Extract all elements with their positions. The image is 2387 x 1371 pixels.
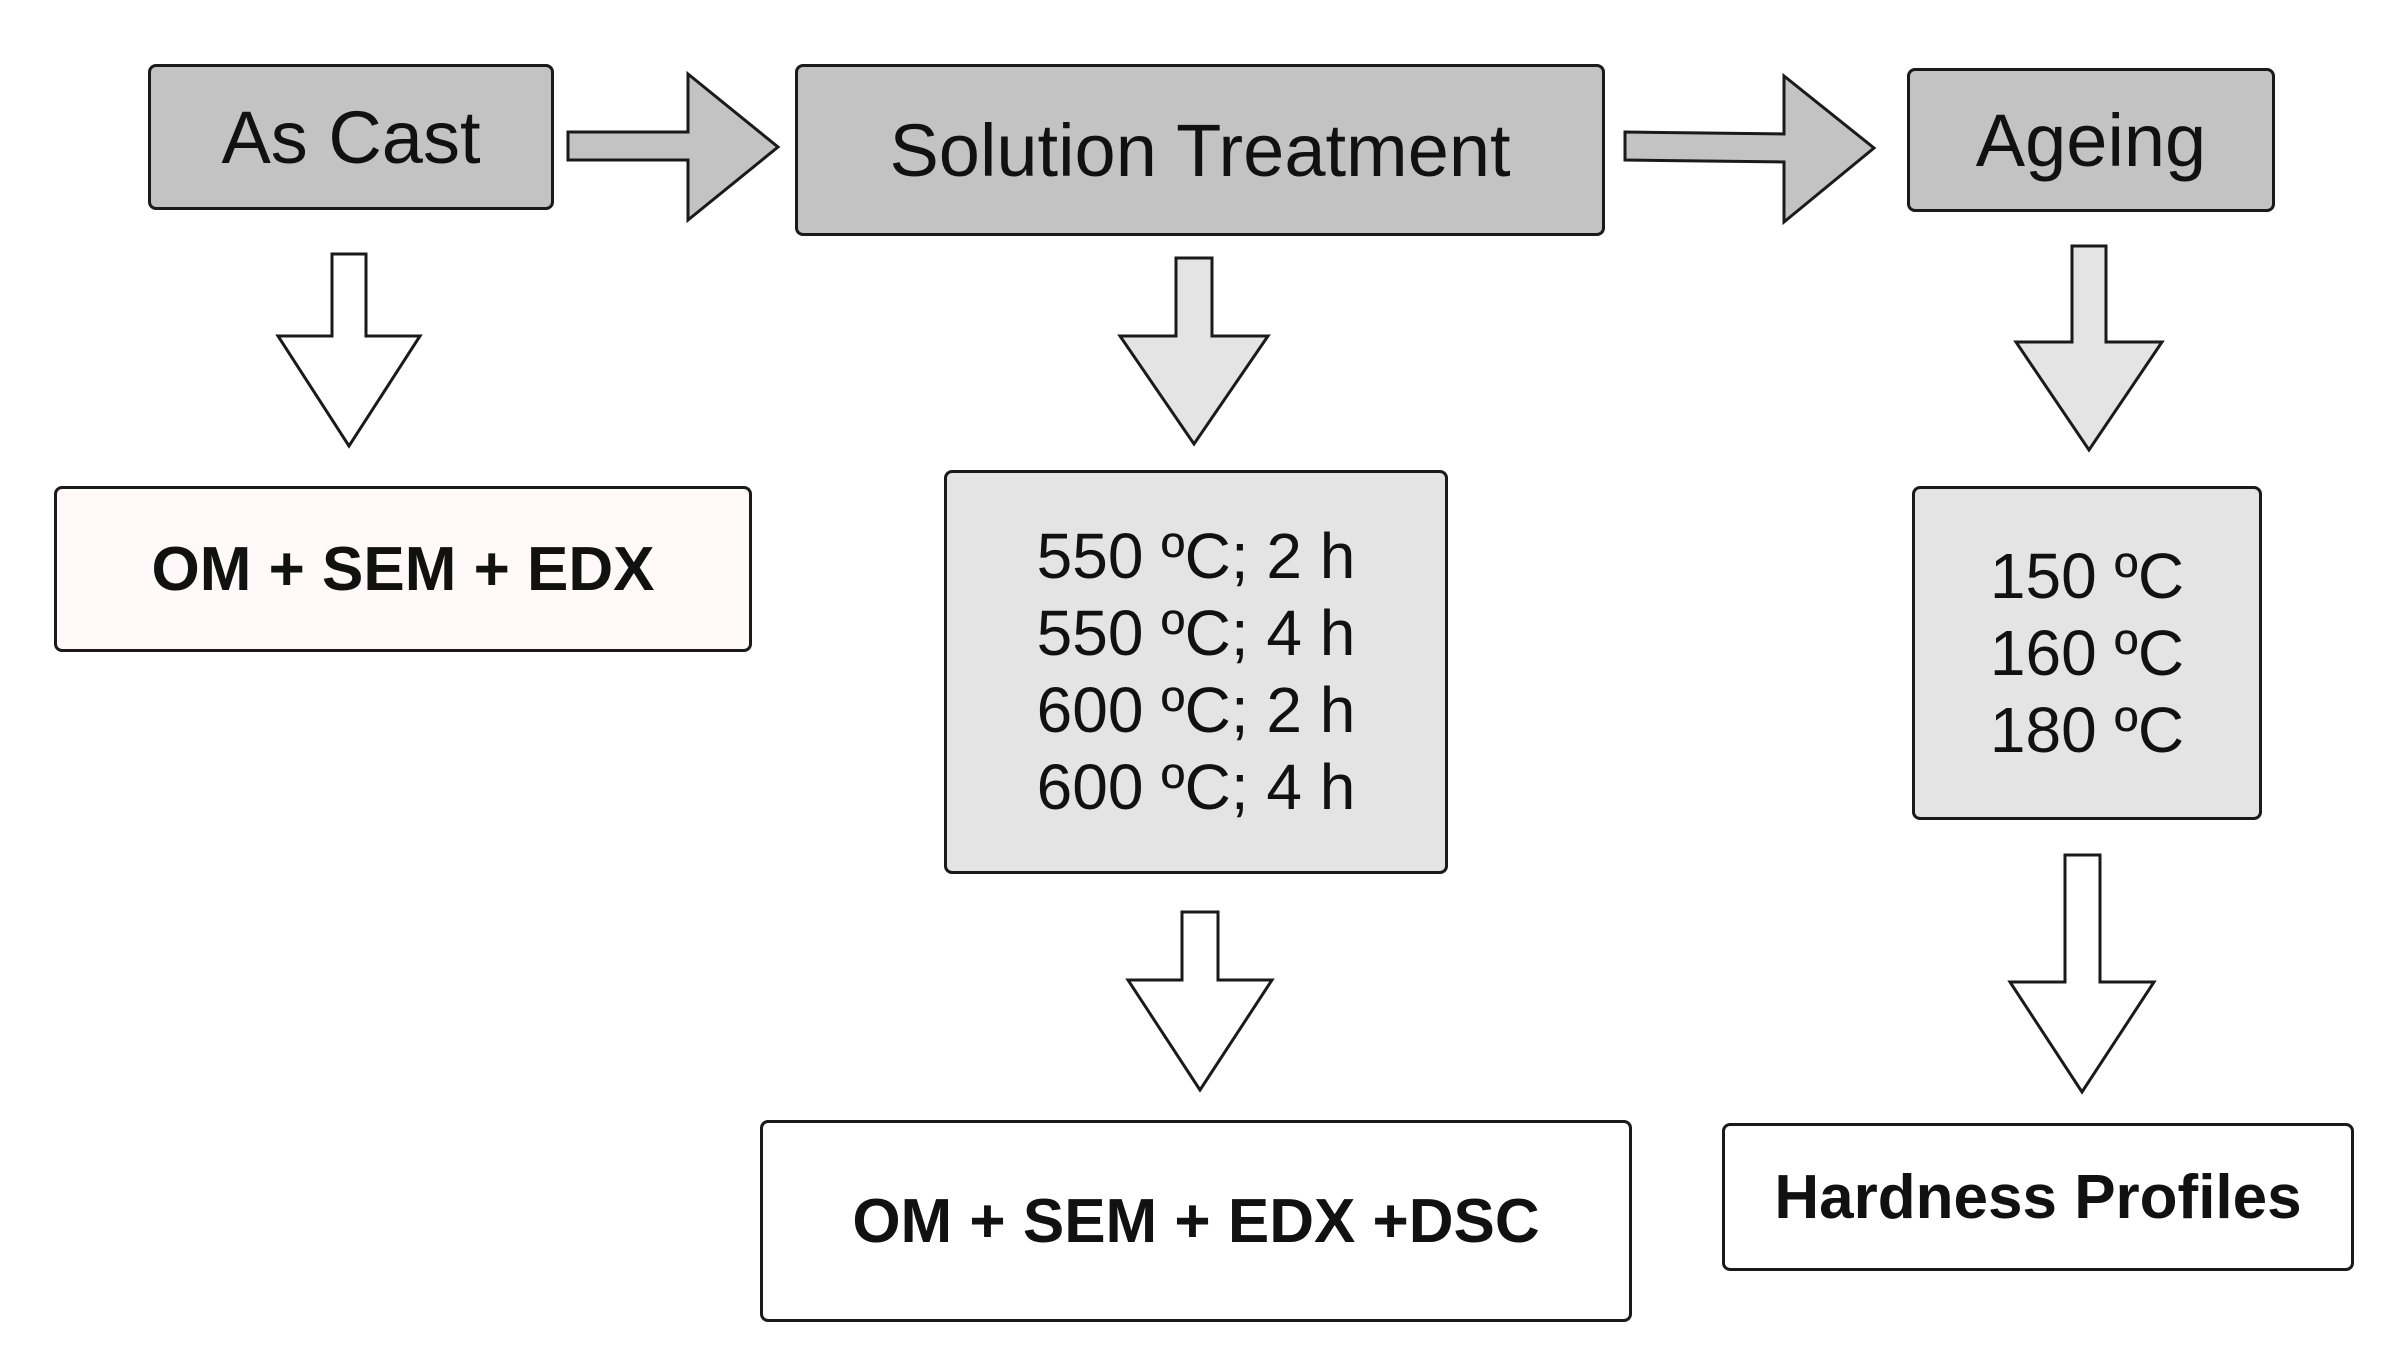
stage-solution-treatment: Solution Treatment bbox=[795, 64, 1605, 236]
ageing-condition: 160 ºC bbox=[1989, 616, 2185, 689]
arrow-as-cast-to-solution bbox=[566, 70, 781, 224]
solution-condition: 600 ºC; 4 h bbox=[1036, 751, 1356, 823]
solution-condition: 550 ºC; 2 h bbox=[1036, 520, 1356, 592]
arrow-ageing-down bbox=[2013, 244, 2165, 453]
analysis-as-cast-label: OM + SEM + EDX bbox=[151, 534, 655, 604]
solution-condition: 550 ºC; 4 h bbox=[1036, 597, 1356, 669]
analysis-solution-treatment: OM + SEM + EDX +DSC bbox=[760, 1120, 1632, 1322]
ageing-conditions-box: 150 ºC 160 ºC 180 ºC bbox=[1912, 486, 2262, 820]
solution-condition: 600 ºC; 2 h bbox=[1036, 674, 1356, 746]
analysis-solution-treatment-label: OM + SEM + EDX +DSC bbox=[852, 1186, 1540, 1256]
analysis-ageing: Hardness Profiles bbox=[1722, 1123, 2354, 1271]
arrow-solution-down bbox=[1117, 256, 1271, 447]
solution-conditions-box: 550 ºC; 2 h 550 ºC; 4 h 600 ºC; 2 h 600 … bbox=[944, 470, 1448, 874]
stage-as-cast: As Cast bbox=[148, 64, 554, 210]
arrow-solution-to-ageing bbox=[1623, 72, 1877, 226]
arrow-conditions-down bbox=[1125, 910, 1275, 1093]
stage-ageing-label: Ageing bbox=[1975, 98, 2207, 182]
ageing-condition: 180 ºC bbox=[1989, 693, 2185, 766]
stage-as-cast-label: As Cast bbox=[221, 95, 481, 179]
ageing-condition: 150 ºC bbox=[1989, 539, 2185, 612]
stage-ageing: Ageing bbox=[1907, 68, 2275, 212]
stage-solution-treatment-label: Solution Treatment bbox=[889, 108, 1511, 192]
analysis-as-cast: OM + SEM + EDX bbox=[54, 486, 752, 652]
arrow-ageing-conditions-down bbox=[2007, 853, 2157, 1095]
analysis-ageing-label: Hardness Profiles bbox=[1774, 1162, 2302, 1232]
arrow-as-cast-down bbox=[275, 252, 423, 449]
